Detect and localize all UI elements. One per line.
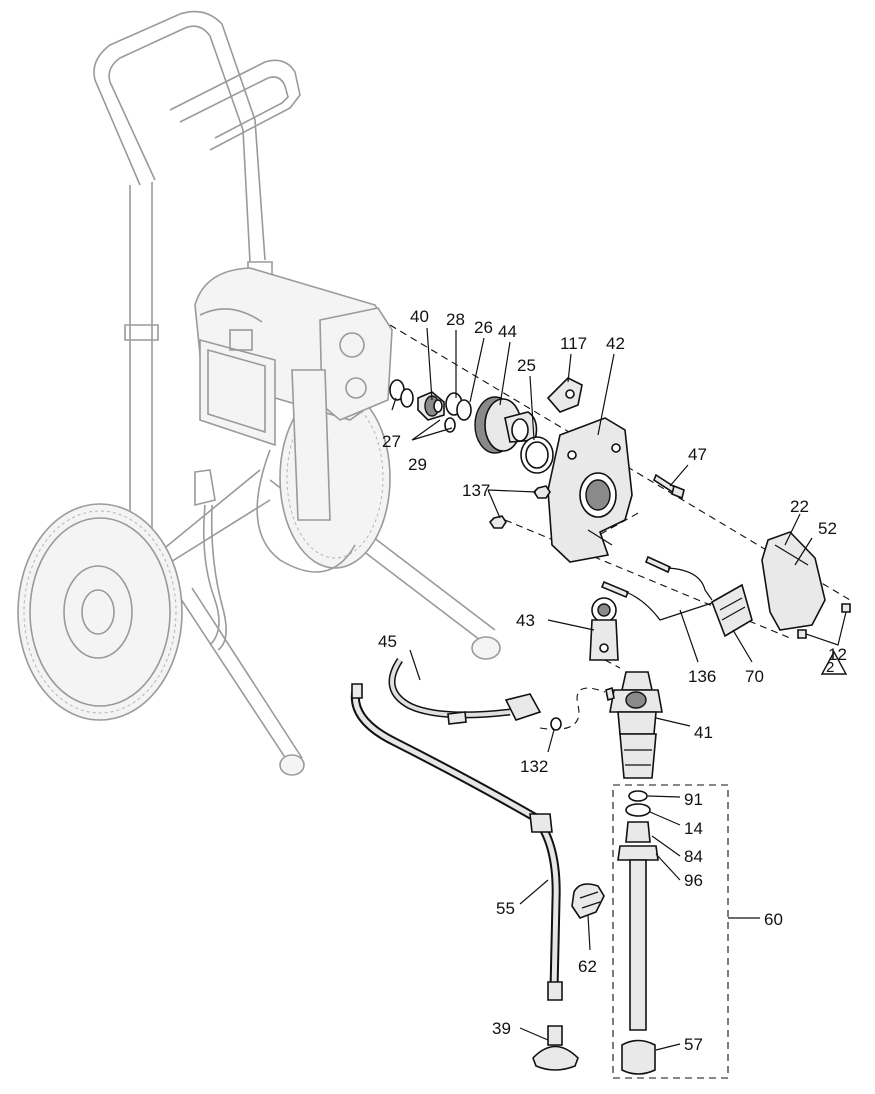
part-60-siphon-tube <box>617 790 659 1075</box>
part-12-screws <box>797 603 851 646</box>
label-84: 84 <box>684 847 703 866</box>
part-47-bolt <box>653 473 685 500</box>
label-96: 96 <box>684 871 703 890</box>
warning-triangle-icon: 2 <box>820 650 848 676</box>
part-42-housing <box>547 417 633 563</box>
label-26: 26 <box>474 318 493 337</box>
leader-lines <box>391 327 813 1051</box>
label-29: 29 <box>408 455 427 474</box>
label-55: 55 <box>496 899 515 918</box>
label-62: 62 <box>578 957 597 976</box>
label-28: 28 <box>446 310 465 329</box>
label-52: 52 <box>818 519 837 538</box>
part-39-strainer <box>532 1025 579 1071</box>
label-132: 132 <box>520 757 548 776</box>
label-60: 60 <box>764 910 783 929</box>
label-42: 42 <box>606 334 625 353</box>
part-26-washer <box>456 399 472 421</box>
part-43-connecting-rod <box>589 597 619 661</box>
part-labels: 40 28 26 44 117 42 25 27 29 47 137 22 52… <box>378 307 847 1054</box>
label-14: 14 <box>684 819 703 838</box>
label-27: 27 <box>382 432 401 451</box>
label-91: 91 <box>684 790 703 809</box>
label-70: 70 <box>745 667 764 686</box>
label-39: 39 <box>492 1019 511 1038</box>
part-44-gear <box>474 396 538 454</box>
part-117-bracket <box>546 377 583 413</box>
part-55-suction-hose <box>350 683 563 1001</box>
gear-train <box>389 379 554 474</box>
label-12: 12 <box>828 645 847 664</box>
svg-text:2: 2 <box>826 659 834 676</box>
part-40-pinion <box>417 391 445 421</box>
part-45-hose <box>388 658 542 725</box>
part-132-oring <box>550 717 562 731</box>
part-62-clip <box>571 883 605 919</box>
label-22: 22 <box>790 497 809 516</box>
part-41-pump <box>605 671 663 779</box>
label-117: 117 <box>560 334 587 353</box>
label-44: 44 <box>498 322 517 341</box>
label-137: 137 <box>462 481 490 500</box>
label-25: 25 <box>517 356 536 375</box>
label-41: 41 <box>694 723 713 742</box>
label-136: 136 <box>688 667 716 686</box>
label-57: 57 <box>684 1035 703 1054</box>
label-47: 47 <box>688 445 707 464</box>
part-70-plate <box>711 583 753 638</box>
part-136-tie-rods <box>600 555 716 621</box>
part-29-washer <box>444 417 456 433</box>
part-22-cover <box>761 531 826 631</box>
part-137-nuts <box>488 485 551 529</box>
label-40: 40 <box>410 307 429 326</box>
label-43: 43 <box>516 611 535 630</box>
label-45: 45 <box>378 632 397 651</box>
cart-frame-ghost <box>17 10 501 776</box>
